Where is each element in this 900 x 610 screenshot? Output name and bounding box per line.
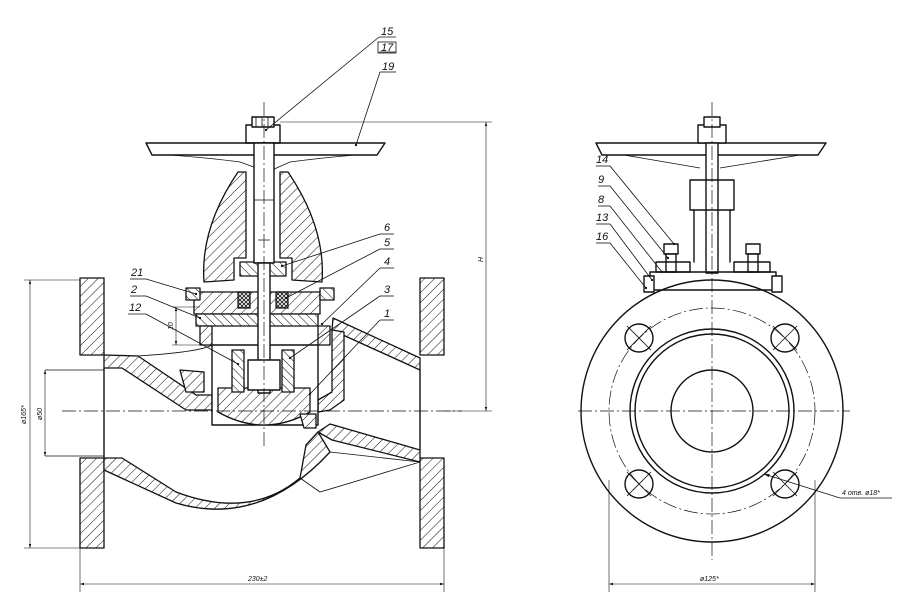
handwheel [145, 116, 386, 171]
callout-13: 13 [596, 212, 609, 224]
callout-17: 17 [381, 42, 394, 54]
callout-2: 2 [130, 284, 137, 296]
callout-21: 21 [130, 267, 143, 279]
callout-4: 4 [384, 256, 390, 268]
callout-8: 8 [598, 194, 605, 206]
callouts-left: 15 17 19 6 5 4 3 1 21 2 12 [128, 26, 397, 396]
lift-dim: 10 [168, 322, 175, 330]
callout-3: 3 [384, 284, 391, 296]
callouts-right: 14 9 8 13 16 [596, 154, 676, 290]
callout-6: 6 [384, 222, 391, 234]
end-view [578, 102, 850, 560]
handwheel-end [595, 142, 827, 156]
callout-5: 5 [384, 237, 391, 249]
bolt-circle-dim: ø125* [700, 576, 719, 583]
height-dim: H [478, 256, 485, 262]
callout-15: 15 [381, 26, 394, 38]
callout-12: 12 [129, 302, 141, 314]
callout-19: 19 [382, 61, 394, 73]
callout-1: 1 [384, 308, 390, 320]
callout-14: 14 [596, 154, 608, 166]
section-view [45, 102, 462, 549]
flange-diameter-dim: ø165* [21, 405, 28, 424]
dimensions-right: ø125* 4 отв. ø18* [608, 473, 892, 592]
callout-16: 16 [596, 231, 609, 243]
callout-9: 9 [598, 174, 604, 186]
holes-note: 4 отв. ø18* [842, 490, 880, 497]
length-dim: 230±2 [247, 576, 268, 583]
dimensions-left: 230±2 ø165* ø50 H 10 [21, 121, 492, 592]
bore-dim: ø50 [37, 408, 44, 420]
bolt-holes [624, 323, 800, 499]
